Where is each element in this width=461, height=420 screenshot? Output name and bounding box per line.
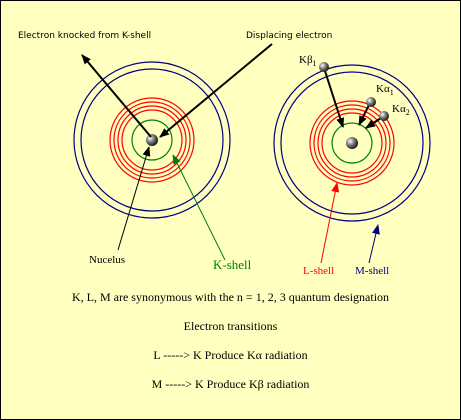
m-shell-label: M-shell (355, 265, 389, 277)
right-l-shell-ring (321, 112, 383, 174)
k-alpha-2-label: Kα2 (392, 103, 410, 117)
m-to-k-caption: M -----> K Produce Kβ radiation (151, 377, 310, 391)
k-shell-pointer-arrow (172, 154, 226, 261)
k-alpha-1-electron (366, 97, 376, 107)
right-m-shell-outer (273, 64, 431, 222)
l-shell-pointer-arrow (320, 182, 340, 264)
k-alpha-2-transition-arrow (365, 117, 382, 129)
left-m-shell-outer (73, 61, 231, 219)
displacing-electron-label: Displacing electron (246, 31, 332, 41)
right-l-shell-ring (309, 100, 395, 186)
m-shell-pointer-arrow (368, 224, 380, 264)
left-l-shell-ring (113, 101, 191, 179)
right-m-shell-inner (280, 71, 424, 215)
k-alpha-2-electron (379, 111, 389, 121)
left-l-shell-ring (121, 109, 183, 171)
k-shell-label: K-shell (213, 257, 252, 272)
left-l-shell-ring (117, 105, 187, 175)
left-nucleus (146, 134, 158, 146)
nucleus-label: Nucelus (89, 254, 125, 266)
k-beta-1-label: Kβ1 (299, 54, 317, 68)
nucleus-pointer-arrow (117, 146, 151, 251)
k-beta-transition-arrow (324, 70, 345, 128)
k-alpha-1-transition-arrow (358, 104, 370, 126)
right-l-shell-ring (317, 108, 387, 178)
left-l-shell-ring (109, 97, 195, 183)
l-to-k-caption: L -----> K Produce Kα radiation (153, 348, 308, 362)
right-k-shell (331, 122, 373, 164)
displacing-electron-arrow (159, 43, 273, 138)
l-shell-label: L-shell (303, 265, 334, 277)
left-k-shell (131, 119, 173, 161)
knocked-electron-arrow (81, 54, 152, 138)
right-nucleus (346, 137, 358, 149)
k-beta-electron (319, 62, 329, 72)
right-atom (273, 62, 431, 264)
k-alpha-1-label: Kα1 (376, 83, 394, 97)
left-atom (73, 43, 273, 261)
synonymous-caption: K, L, M are synonymous with the n = 1, 2… (71, 290, 390, 304)
electron-knocked-label: Electron knocked from K-shell (18, 31, 151, 41)
left-m-shell-inner (80, 68, 224, 212)
transitions-title: Electron transitions (183, 319, 278, 333)
right-l-shell-ring (313, 104, 391, 182)
